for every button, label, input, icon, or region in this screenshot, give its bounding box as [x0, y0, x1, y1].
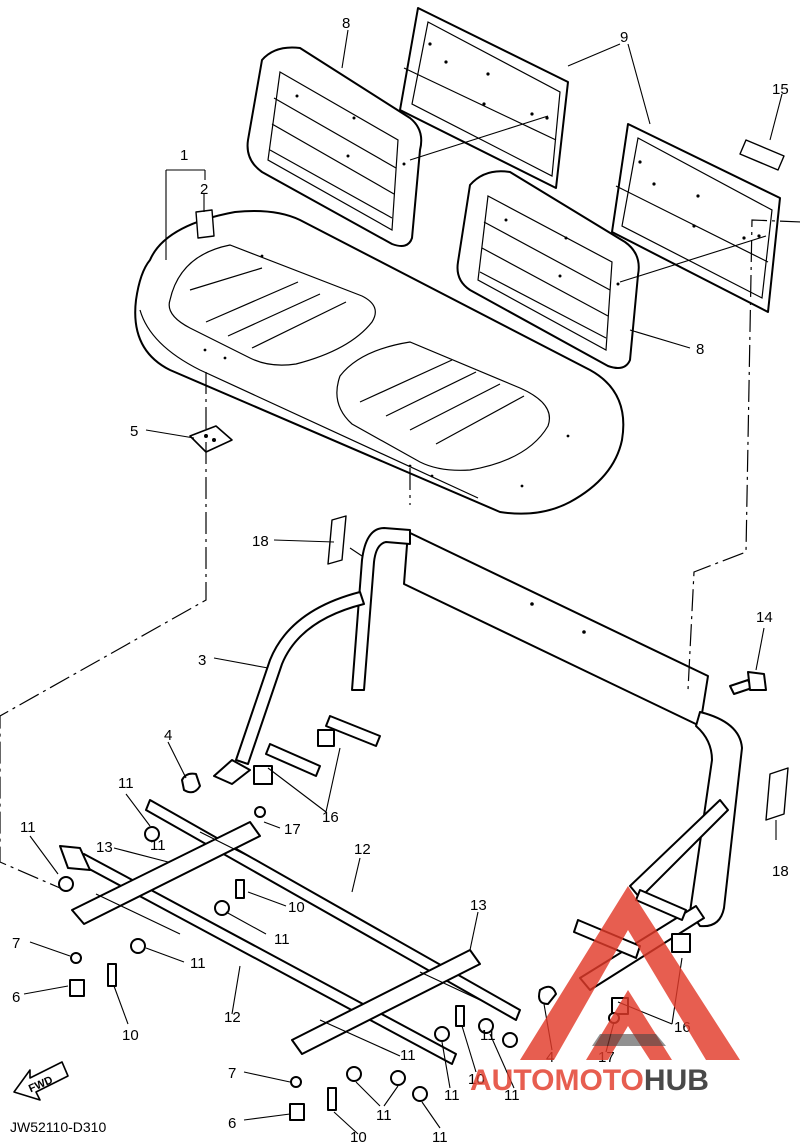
callout-10b: 10 — [122, 1027, 139, 1044]
seat-frame — [213, 527, 743, 1005]
watermark-triangle-icon — [520, 886, 740, 1060]
brackets — [71, 821, 481, 1057]
svg-text:AUTOMOTOHUB: AUTOMOTOHUB — [470, 1064, 709, 1097]
nuts-and-bolts — [58, 806, 620, 1121]
watermark-brand-hub: HUB — [644, 1064, 709, 1097]
callout-16: 16 — [322, 809, 339, 826]
callout-2: 2 — [200, 181, 208, 198]
callout-8: 8 — [342, 15, 350, 32]
callout-11g: 11 — [376, 1107, 392, 1124]
rubber-bumpers — [253, 729, 691, 1015]
callout-11: 11 — [118, 775, 134, 792]
callout-13: 13 — [96, 839, 113, 856]
seat-tag — [195, 209, 215, 239]
seat-rails — [59, 799, 521, 1065]
callout-13b: 13 — [470, 897, 487, 914]
callout-4: 4 — [164, 727, 172, 744]
callout-3: 3 — [198, 652, 206, 669]
decal-18 — [327, 515, 789, 821]
callout-12b: 12 — [224, 1009, 241, 1026]
callout-11h: 11 — [432, 1129, 448, 1145]
fwd-arrow-icon: FWD — [13, 1061, 69, 1101]
callout-11f: 11 — [504, 1087, 520, 1104]
callout-9: 9 — [620, 29, 628, 46]
watermark-brand-moto: MOTO — [554, 1064, 643, 1097]
callout-10c: 10 — [468, 1071, 485, 1088]
seat-cushion — [134, 210, 625, 515]
backrest-board-left — [399, 7, 569, 189]
backrest-cushion-left — [246, 46, 423, 247]
callout-11c: 11 — [274, 931, 290, 948]
callout-12: 12 — [354, 841, 371, 858]
callout-7b: 7 — [228, 1065, 236, 1082]
watermark: AUTOMOTOHUB — [470, 886, 740, 1097]
callout-18b: 18 — [772, 863, 789, 880]
callout-1: 1 — [180, 147, 188, 164]
callout-6b: 6 — [228, 1115, 236, 1132]
assembly-lines — [0, 115, 800, 889]
callout-11b: 11 — [20, 819, 36, 836]
callout-7: 7 — [12, 935, 20, 952]
callout-11i: 11 — [150, 837, 166, 854]
label-decal — [739, 139, 785, 171]
backrest-board-right — [611, 123, 781, 313]
callout-15: 15 — [772, 81, 789, 98]
callout-8b: 8 — [696, 341, 704, 358]
backrest-cushion-right — [456, 170, 640, 369]
callout-10: 10 — [288, 899, 305, 916]
callout-11e: 11 — [444, 1087, 460, 1104]
callout-10d: 10 — [350, 1129, 367, 1145]
clip-bracket — [189, 425, 233, 453]
callout-5: 5 — [130, 423, 138, 440]
watermark-brand-auto: AUTO — [470, 1064, 554, 1097]
callout-14: 14 — [756, 609, 773, 626]
callout-17: 17 — [284, 821, 301, 838]
callout-18: 18 — [252, 533, 269, 550]
diagram-code: JW52110-D310 — [10, 1119, 106, 1135]
callout-6: 6 — [12, 989, 20, 1006]
callout-11d: 11 — [190, 955, 206, 972]
callout-11k: 11 — [400, 1047, 416, 1064]
bolt-14 — [729, 671, 767, 695]
leader-lines — [23, 29, 783, 1135]
callout-11j: 11 — [480, 1027, 496, 1044]
